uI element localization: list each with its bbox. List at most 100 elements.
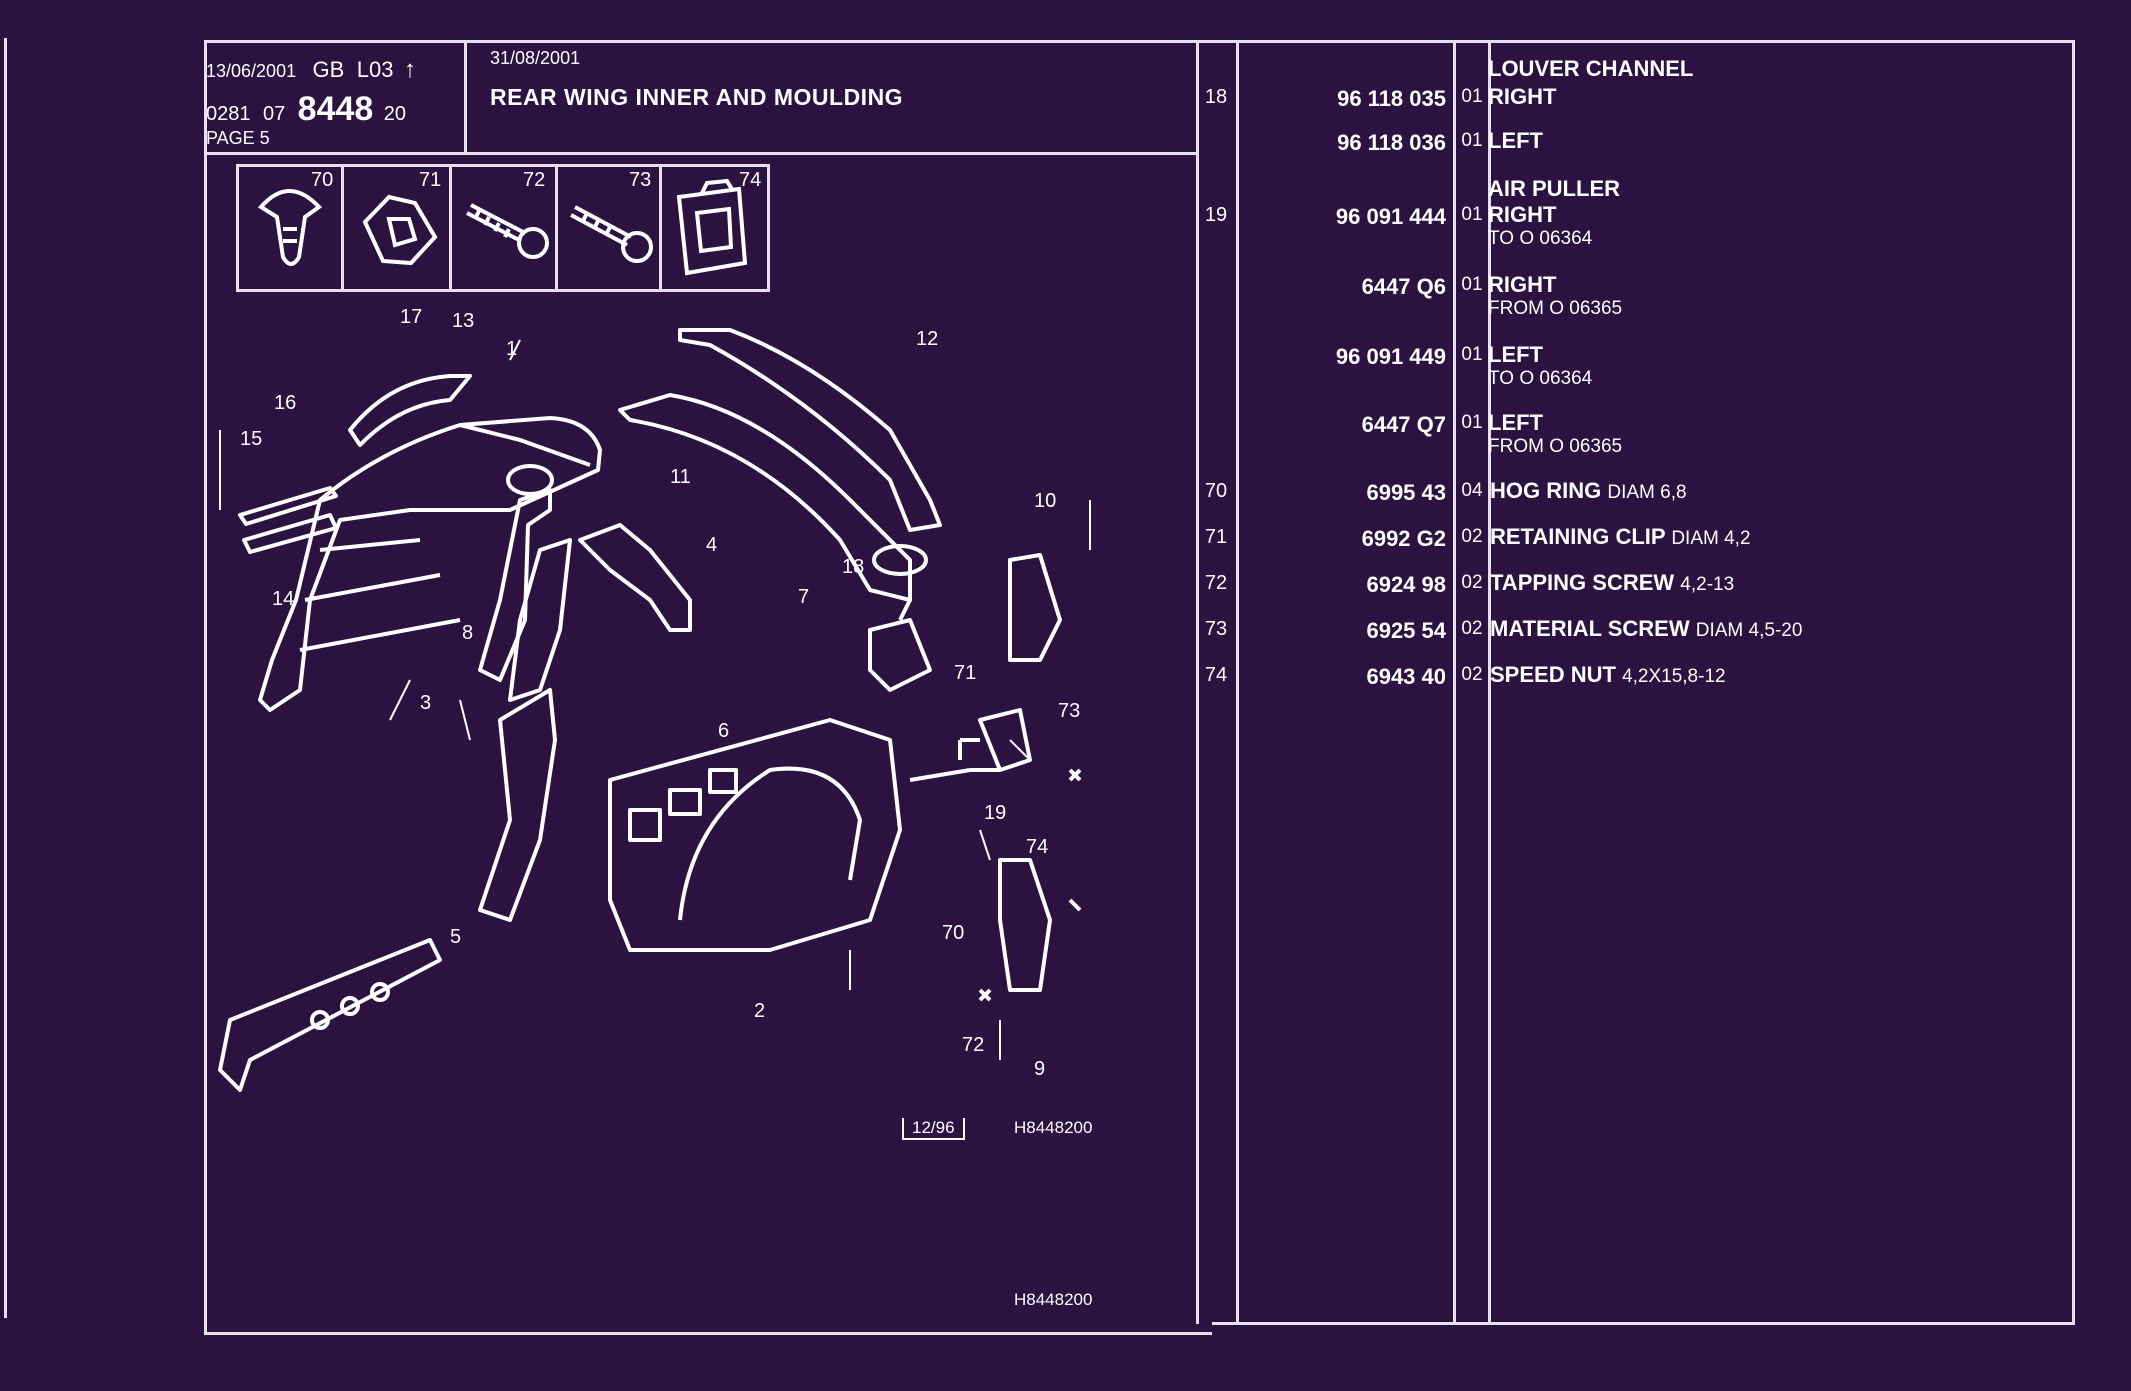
part-number: 6992 G2 — [1361, 526, 1446, 551]
leader-lines — [219, 339, 1091, 1060]
louver-channel-part — [868, 599, 932, 692]
part-number: 96 091 449 — [1335, 344, 1446, 369]
callout-70: 70 — [942, 922, 965, 944]
callout-13: 13 — [452, 310, 475, 332]
fastener-strip: 70 71 72 73 74 — [236, 164, 770, 292]
quantity: 01 — [1461, 130, 1483, 151]
part-description-spec: DIAM 4,5-20 — [1695, 620, 1803, 641]
frame-bottom — [206, 1332, 1212, 1335]
fastener-markers — [958, 738, 1082, 1002]
quantity: 01 — [1461, 344, 1483, 365]
part-description: LEFT — [1488, 410, 1543, 435]
part-description-spec: 4,2X15,8-12 — [1622, 666, 1726, 687]
callout-72: 72 — [962, 1034, 985, 1056]
part-description: HOG RING DIAM 6,8 — [1490, 478, 1687, 504]
bracket-part-4 — [578, 523, 692, 632]
part-description: MATERIAL SCREW DIAM 4,5-20 — [1490, 616, 1802, 642]
date-left: 13/06/2001 — [206, 61, 297, 81]
plate-suffix: 20 — [383, 103, 406, 125]
frame-top — [204, 40, 2075, 43]
wing-panel-part — [258, 416, 602, 712]
part-description-main: HOG RING — [1490, 478, 1602, 503]
ref-19: 19 — [1204, 204, 1228, 226]
revision-label: 12/96 — [912, 1118, 955, 1137]
ref-70: 70 — [1204, 480, 1228, 502]
date-right: 31/08/2001 — [490, 48, 581, 68]
model-code: L03 — [356, 57, 394, 82]
callout-14: 14 — [272, 588, 295, 610]
part-description-main: MATERIAL SCREW — [1490, 616, 1690, 641]
part-description-spec: DIAM 6,8 — [1607, 482, 1687, 503]
revision-box: 12/96 — [902, 1118, 965, 1140]
callout-11: 11 — [670, 466, 691, 488]
header-vertical-line — [464, 42, 467, 154]
tapping-screw-icon — [466, 203, 549, 259]
callout-15: 15 — [240, 428, 263, 450]
part-description: LEFT — [1488, 342, 1543, 367]
callout-16: 16 — [274, 392, 297, 414]
divider-qty — [1488, 42, 1491, 1324]
quantity: 04 — [1461, 480, 1483, 501]
frame-bottom-right — [1212, 1322, 2075, 1325]
moulding-strips — [238, 486, 338, 554]
quantity: 01 — [1461, 274, 1483, 295]
hog-ring-icon — [257, 189, 323, 266]
wheel-arch-part — [348, 374, 472, 447]
group-prefix: 0281 — [206, 103, 251, 125]
part-number: 96 118 035 — [1337, 86, 1446, 111]
callout-10: 10 — [1034, 490, 1057, 512]
upper-rail-part — [618, 328, 942, 602]
material-screw-icon — [570, 205, 653, 263]
callout-3: 3 — [420, 692, 432, 714]
retaining-clip-icon — [362, 194, 438, 266]
frame-left — [204, 40, 207, 1335]
part-number: 96 118 036 — [1337, 130, 1446, 155]
part-description: RETAINING CLIP DIAM 4,2 — [1490, 524, 1751, 550]
quantity: 02 — [1461, 526, 1483, 547]
ref-73: 73 — [1204, 618, 1228, 640]
part-description-main: RETAINING CLIP — [1490, 524, 1666, 549]
serial-range: FROM O 06365 — [1488, 436, 1623, 457]
rear-pillar-part — [478, 688, 557, 922]
left-edge-line — [4, 38, 7, 1318]
sill-part — [218, 938, 442, 1092]
serial-range: TO O 06364 — [1488, 228, 1593, 249]
part-group-air-puller: AIR PULLER — [1488, 176, 1620, 201]
part-number: 6995 43 — [1366, 480, 1446, 505]
part-number: 6924 98 — [1366, 572, 1446, 597]
callout-71: 71 — [954, 662, 977, 684]
part-description: RIGHT — [1488, 84, 1557, 109]
fastener-divider — [555, 167, 558, 289]
part-number: 6925 54 — [1366, 618, 1446, 643]
ref-72: 72 — [1204, 572, 1228, 594]
quantity: 02 — [1461, 664, 1483, 685]
quantity: 02 — [1461, 618, 1483, 639]
callout-17: 17 — [400, 306, 423, 328]
part-description-main: TAPPING SCREW — [1490, 570, 1675, 595]
footer-ref: H8448200 — [1014, 1290, 1093, 1309]
part-description: LEFT — [1488, 128, 1543, 153]
exploded-diagram — [218, 328, 1091, 1092]
bracket-part-10 — [1008, 553, 1062, 662]
callout-1: 1 — [506, 338, 518, 360]
group-mid: 07 — [262, 103, 286, 125]
part-description: TAPPING SCREW 4,2-13 — [1490, 570, 1734, 596]
quantity: 01 — [1461, 86, 1483, 107]
divider-pn — [1453, 42, 1456, 1324]
speed-nut-icon — [676, 178, 748, 276]
callout-18: 18 — [842, 556, 865, 578]
ref-74: 74 — [1204, 664, 1228, 686]
air-puller-part — [909, 708, 1032, 782]
fastener-illustrations — [257, 178, 748, 276]
quantity: 01 — [1461, 204, 1483, 225]
callout-12: 12 — [916, 328, 939, 350]
frame-right — [2072, 40, 2075, 1325]
callout-7: 7 — [798, 586, 810, 608]
market-code: GB — [312, 57, 345, 82]
header-bottom-line — [204, 152, 1198, 155]
fastener-divider — [449, 167, 452, 289]
part-description: SPEED NUT 4,2X15,8-12 — [1490, 662, 1726, 688]
page-label: PAGE 5 — [206, 128, 270, 148]
arrow-up-icon: ↑ — [403, 56, 416, 83]
serial-range: FROM O 06365 — [1488, 298, 1623, 319]
